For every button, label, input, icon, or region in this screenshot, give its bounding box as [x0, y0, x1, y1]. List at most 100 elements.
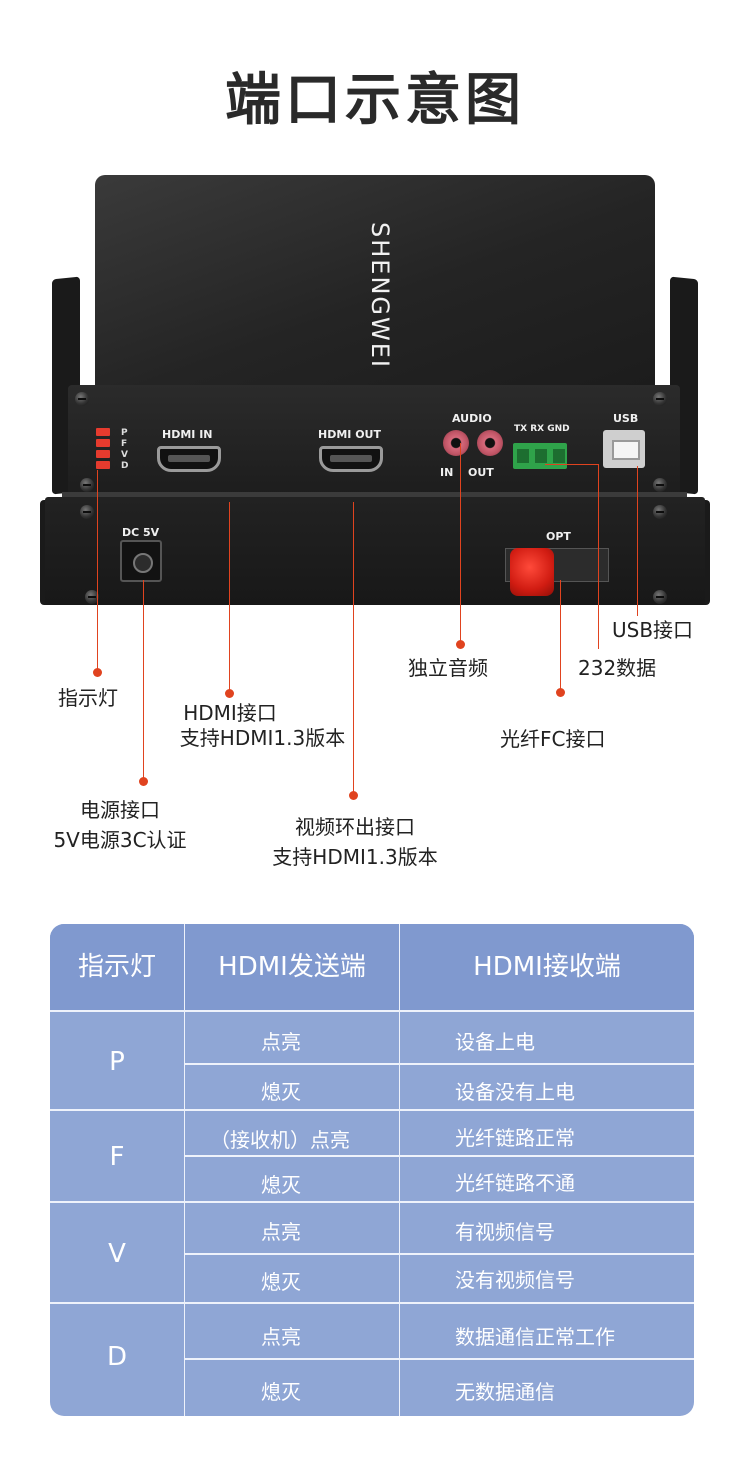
- table-cell-receiver: 数据通信正常工作: [455, 1325, 615, 1349]
- screw: [80, 478, 94, 492]
- led-letter-f: F: [121, 439, 128, 449]
- row-divider: [50, 1201, 694, 1203]
- table-cell-sender: 点亮: [261, 1030, 301, 1054]
- callout-usb: USB接口: [612, 618, 694, 642]
- callout-line-power: [143, 580, 144, 780]
- led-letter-d: D: [121, 461, 129, 471]
- brand-logo: SHENGWEI: [366, 222, 394, 369]
- screw: [653, 392, 667, 406]
- led-letter-p: P: [121, 428, 128, 438]
- header-sender: HDMI发送端: [218, 952, 366, 982]
- table-header: [50, 924, 694, 1010]
- table-cell-sender: （接收机）点亮: [210, 1128, 350, 1152]
- table-cell-sender: 熄灭: [261, 1380, 301, 1404]
- screw: [85, 590, 99, 604]
- callout-line-fiber: [560, 580, 561, 690]
- screw: [75, 392, 89, 406]
- led-letter-v: V: [121, 450, 128, 460]
- row-divider: [184, 1253, 694, 1255]
- led-p: [96, 428, 110, 436]
- dc-label: DC 5V: [122, 526, 160, 539]
- table-cell-sender: 熄灭: [261, 1270, 301, 1294]
- callout-power-line1: 电源接口: [80, 798, 160, 822]
- group-label-f: F: [109, 1142, 125, 1172]
- dc-power-jack: [120, 540, 162, 582]
- callout-hdmi-port-line1: HDMI接口: [183, 701, 277, 725]
- header-receiver: HDMI接收端: [473, 952, 621, 982]
- group-label-p: P: [109, 1047, 125, 1077]
- row-divider: [184, 1358, 694, 1360]
- led-f: [96, 439, 110, 447]
- audio-out-label: OUT: [468, 466, 494, 479]
- led-d: [96, 461, 110, 469]
- callout-line-audio: [460, 443, 461, 643]
- table-cell-receiver: 设备上电: [455, 1030, 535, 1054]
- callout-power-line2: 5V电源3C认证: [53, 828, 187, 852]
- callout-hdmi-port: HDMI接口: [170, 698, 290, 728]
- page-title: 端口示意图: [225, 68, 525, 133]
- column-divider: [184, 924, 185, 1416]
- screw: [653, 505, 667, 519]
- led-v: [96, 450, 110, 458]
- audio-out-jack: [477, 430, 503, 456]
- usb-port: [603, 430, 645, 468]
- hdmi-out-label: HDMI OUT: [318, 428, 381, 441]
- table-cell-sender: 熄灭: [261, 1173, 301, 1197]
- row-divider: [50, 1010, 694, 1012]
- hdmi-in-port: [157, 446, 221, 472]
- table-cell-receiver: 光纤链路正常: [455, 1126, 575, 1150]
- table-cell-receiver: 设备没有上电: [455, 1080, 575, 1104]
- table-cell-receiver: 有视频信号: [455, 1220, 555, 1244]
- row-divider: [184, 1155, 694, 1157]
- callout-line-rs232-h: [545, 464, 599, 465]
- row-divider: [50, 1109, 694, 1111]
- callout-line-rs232: [598, 464, 599, 649]
- screw: [80, 505, 94, 519]
- callout-power: 电源接口 5V电源3C认证: [40, 795, 200, 855]
- callout-hdmi-port-line2: 支持HDMI1.3版本: [179, 726, 346, 750]
- device-illustration: SHENGWEI P F V D HDMI IN HDMI OUT AUDIO …: [40, 175, 710, 872]
- column-divider: [399, 924, 400, 1416]
- header-indicator: 指示灯: [77, 952, 156, 982]
- callout-dot-fiber: [556, 688, 565, 697]
- callout-line-hdmi: [229, 502, 230, 692]
- callout-fiber: 光纤FC接口: [500, 727, 606, 751]
- audio-in-jack: [443, 430, 469, 456]
- rs232-terminal: [513, 443, 567, 469]
- screw: [653, 478, 667, 492]
- callout-line-indicator: [97, 470, 98, 670]
- callout-dot-hdmi: [225, 689, 234, 698]
- callout-line-loop: [353, 502, 354, 794]
- group-label-v: V: [108, 1239, 126, 1269]
- table-cell-receiver: 光纤链路不通: [455, 1171, 575, 1195]
- terminal-label: TX RX GND: [514, 424, 570, 434]
- table-cell-sender: 点亮: [261, 1325, 301, 1349]
- screw: [653, 590, 667, 604]
- callout-loop: 视频环出接口 支持HDMI1.3版本: [250, 812, 460, 872]
- led-letters: P F V D: [121, 428, 128, 472]
- table-cell-receiver: 无数据通信: [455, 1380, 555, 1404]
- callout-audio: 独立音频: [408, 656, 488, 680]
- lower-body-edge: [62, 492, 687, 500]
- callout-dot-loop: [349, 791, 358, 800]
- indicator-table: 指示灯 HDMI发送端 HDMI接收端 P 点亮 设备上电 熄灭 设备没有上电 …: [50, 924, 694, 1416]
- callout-hdmi-port-2: 支持HDMI1.3版本: [160, 723, 365, 753]
- hdmi-in-label: HDMI IN: [162, 428, 213, 441]
- callout-loop-line1: 视频环出接口: [295, 815, 415, 839]
- opt-label: OPT: [546, 530, 571, 543]
- audio-label: AUDIO: [452, 412, 492, 425]
- table-cell-sender: 熄灭: [261, 1080, 301, 1104]
- device-top-panel: [95, 175, 655, 390]
- group-label-d: D: [106, 1342, 128, 1372]
- fc-fiber-port: [510, 548, 554, 596]
- table-cell-receiver: 没有视频信号: [455, 1268, 575, 1292]
- indicator-leds: [96, 428, 110, 470]
- callout-indicator: 指示灯: [58, 686, 118, 710]
- hdmi-out-port: [319, 446, 383, 472]
- table-cell-sender: 点亮: [261, 1220, 301, 1244]
- callout-line-usb: [637, 466, 638, 616]
- upper-front-panel: [68, 385, 680, 497]
- callout-loop-line2: 支持HDMI1.3版本: [272, 845, 438, 869]
- row-divider: [184, 1063, 694, 1065]
- callout-dot-indicator: [93, 668, 102, 677]
